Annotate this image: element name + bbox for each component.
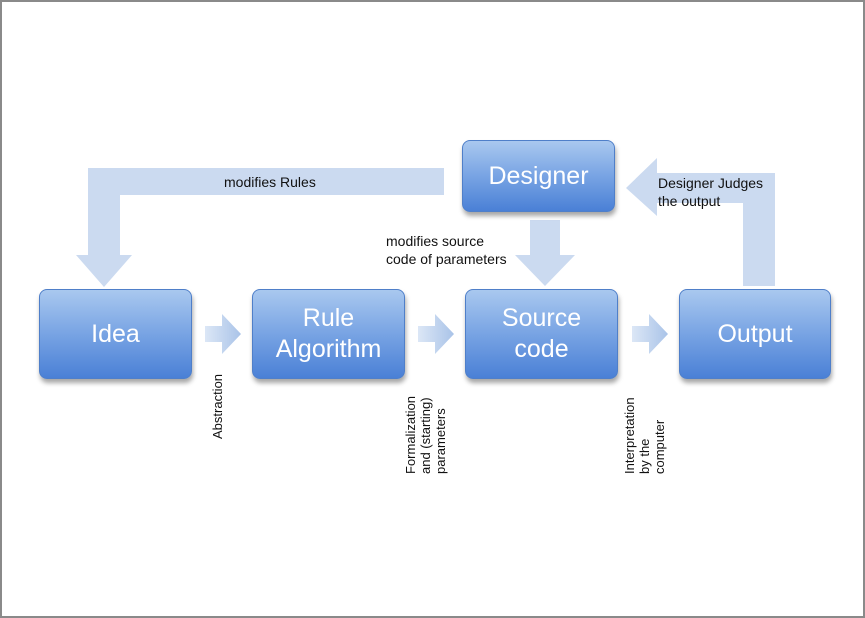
abstraction-arrow [205,314,241,354]
modifies-rules-label: modifies Rules [224,174,316,190]
modifies-source-arrow [515,220,575,286]
source-code-box: Source code [465,289,618,379]
designer-label: Designer [488,161,589,190]
abstraction-label: Abstraction [210,373,225,439]
modifies-source-label: modifies source code of parameters [386,233,507,267]
interpretation-label: Interpretation by the computer [622,397,667,474]
interpretation-arrow [632,314,668,354]
formalization-label: Formalization and (starting) parameters [403,395,448,474]
output-label: Output [717,319,793,348]
designer-box: Designer [462,140,615,212]
designer-judges-arrow [626,158,775,286]
designer-judges-label: Designer Judges the output [658,175,764,209]
idea-box: Idea [39,289,192,379]
rule-algorithm-label: Rule Algorithm [275,304,382,363]
source-code-label: Source code [501,304,582,363]
rule-algorithm-box: Rule Algorithm [252,289,405,379]
output-box: Output [679,289,831,379]
formalization-arrow [418,314,454,354]
modifies-rules-arrow [76,168,444,287]
idea-label: Idea [91,319,140,348]
